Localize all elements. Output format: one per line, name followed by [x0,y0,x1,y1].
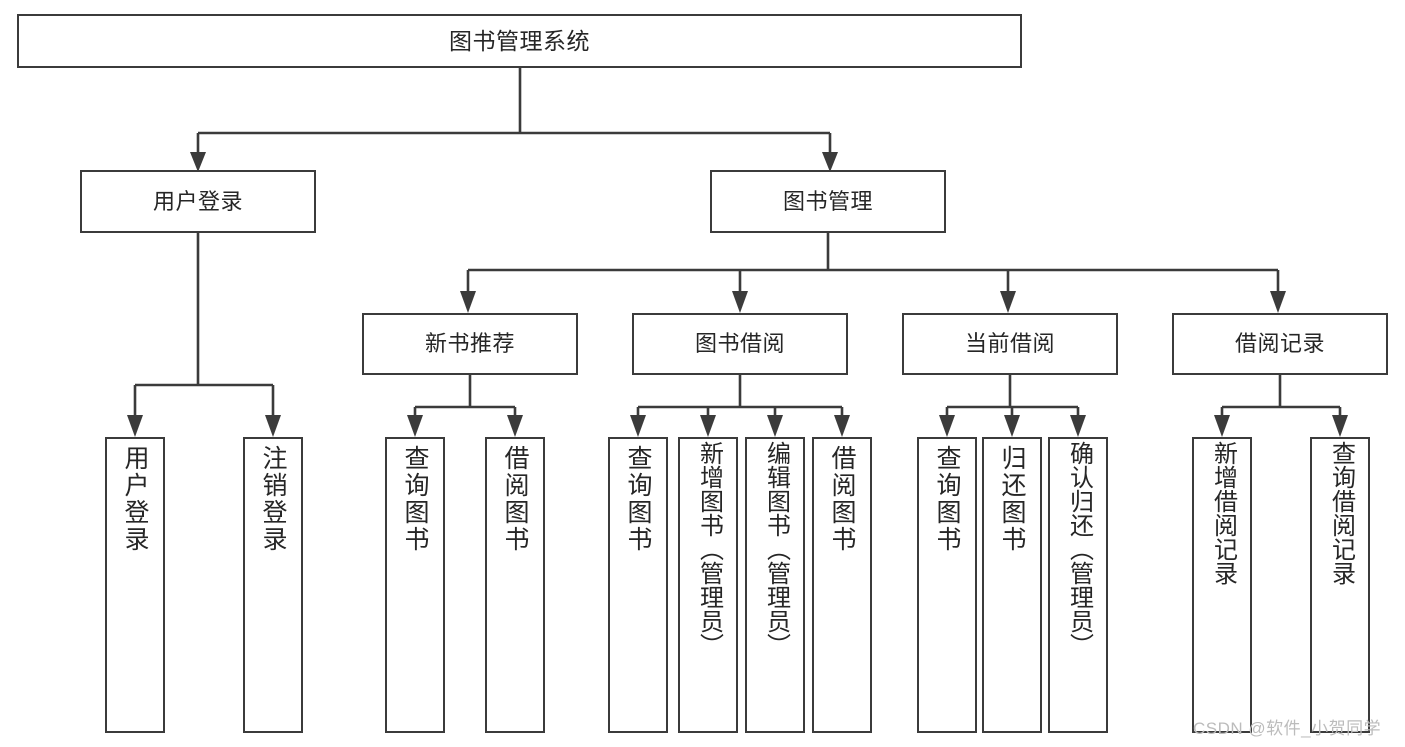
leaf-borrow-books-recommendation[interactable]: 借阅图书 [485,437,545,733]
leaf-borrow-books-borrowing[interactable]: 借阅图书 [812,437,872,733]
node-label: 借阅图书 [828,445,856,553]
node-book-management[interactable]: 图书管理 [710,170,946,233]
node-label: 新增图书（管理员） [695,441,723,657]
node-new-book-recommendation[interactable]: 新书推荐 [362,313,578,375]
node-label: 借阅图书 [501,445,529,553]
node-book-borrowing[interactable]: 图书借阅 [632,313,848,375]
node-label: 图书借阅 [694,331,785,357]
node-borrowing-records[interactable]: 借阅记录 [1172,313,1388,375]
leaf-user-login[interactable]: 用户登录 [105,437,165,733]
node-label: 归还图书 [998,445,1026,553]
node-label: 借阅记录 [1234,331,1325,357]
node-label: 用户登录 [121,445,149,553]
node-label: 用户登录 [152,188,243,214]
leaf-return-books[interactable]: 归还图书 [982,437,1042,733]
csdn-watermark: CSDN @软件_小贺同学 [1193,719,1382,738]
node-label: 图书管理 [782,188,873,214]
node-label: 编辑图书（管理员） [762,441,790,657]
node-label: 注销登录 [259,445,287,553]
node-label: 当前借阅 [964,331,1055,357]
leaf-add-borrowing-record[interactable]: 新增借阅记录 [1192,437,1252,733]
leaf-query-books-recommendation[interactable]: 查询图书 [385,437,445,733]
node-label: 新书推荐 [424,331,515,357]
node-label: 新增借阅记录 [1209,441,1237,585]
node-label: 查询图书 [933,445,961,553]
leaf-add-book-admin[interactable]: 新增图书（管理员） [678,437,738,733]
leaf-confirm-return-admin[interactable]: 确认归还（管理员） [1048,437,1108,733]
node-user-login[interactable]: 用户登录 [80,170,316,233]
leaf-query-books-borrowing[interactable]: 查询图书 [608,437,668,733]
node-label: 查询图书 [624,445,652,553]
leaf-edit-book-admin[interactable]: 编辑图书（管理员） [745,437,805,733]
node-label: 确认归还（管理员） [1065,441,1093,657]
leaf-query-books-current[interactable]: 查询图书 [917,437,977,733]
node-label: 图书管理系统 [449,27,590,54]
node-label: 查询借阅记录 [1327,441,1355,585]
leaf-logout[interactable]: 注销登录 [243,437,303,733]
node-label: 查询图书 [401,445,429,553]
leaf-query-borrowing-record[interactable]: 查询借阅记录 [1310,437,1370,733]
node-current-borrowing[interactable]: 当前借阅 [902,313,1118,375]
node-root-book-management-system[interactable]: 图书管理系统 [17,14,1022,68]
